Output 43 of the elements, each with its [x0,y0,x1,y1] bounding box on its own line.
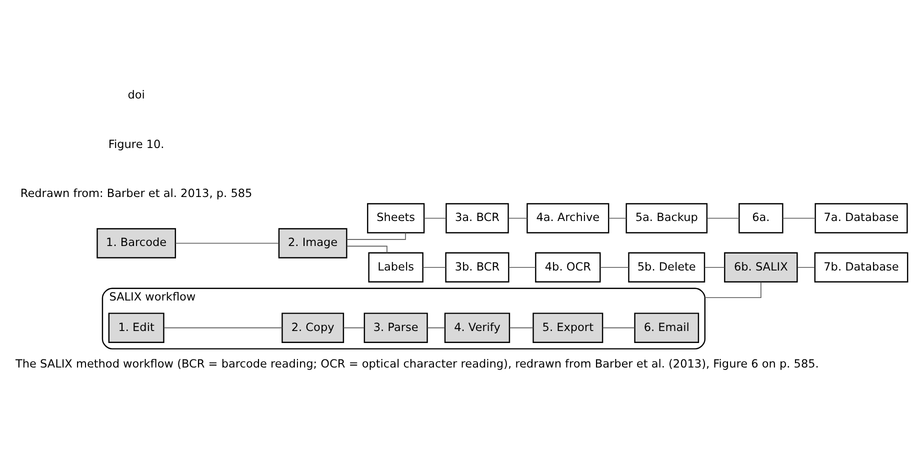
connector [704,267,725,268]
label: Redrawn from: Barber et al. 2013, p. 585 [20,187,252,200]
node-box: 5. Export [532,312,604,343]
connector [164,327,283,328]
node-box: 7b. Database [814,252,908,282]
connector [426,327,446,328]
label: Figure 10. [108,138,164,151]
connector [706,218,740,219]
connector [782,218,816,219]
node-box: 3. Parse [364,312,428,343]
node-box: 4b. OCR [535,252,601,282]
connector [424,218,446,219]
node-box: 3b. BCR [445,252,510,282]
connector [422,267,446,268]
connector [508,267,536,268]
node-box: 2. Image [278,228,348,258]
connector [600,267,630,268]
connector [175,242,280,244]
label: doi [128,88,145,102]
connector [704,282,762,298]
node-box: Labels [368,252,424,282]
connector [509,327,534,328]
connector [797,267,816,268]
node-box: 6a. [738,203,784,234]
node-box: 1. Edit [108,312,164,343]
node-box: 6. Email [634,312,700,343]
connector [608,218,627,219]
node-box: 7a. Database [814,203,908,234]
node-box: 5b. Delete [628,252,706,282]
node-box: 2. Copy [282,312,344,343]
node-box: 6b. SALIX [724,252,798,282]
connector [508,218,528,219]
connector [343,327,365,328]
node-box: 5a. Backup [626,203,708,234]
connector [346,232,406,240]
node-box: 4. Verify [444,312,510,343]
node-box: 1. Barcode [96,228,176,258]
connector [602,327,636,328]
node-box: Sheets [367,203,425,234]
caption: The SALIX method workflow (BCR = barcode reading; OCR = optical character reading), redrawn from Barber et al. (2013), Figure 6 on p. 585. [15,357,819,370]
connector [346,246,388,254]
node-box: 3a. BCR [446,203,509,234]
node-box: 4a. Archive [526,203,610,234]
